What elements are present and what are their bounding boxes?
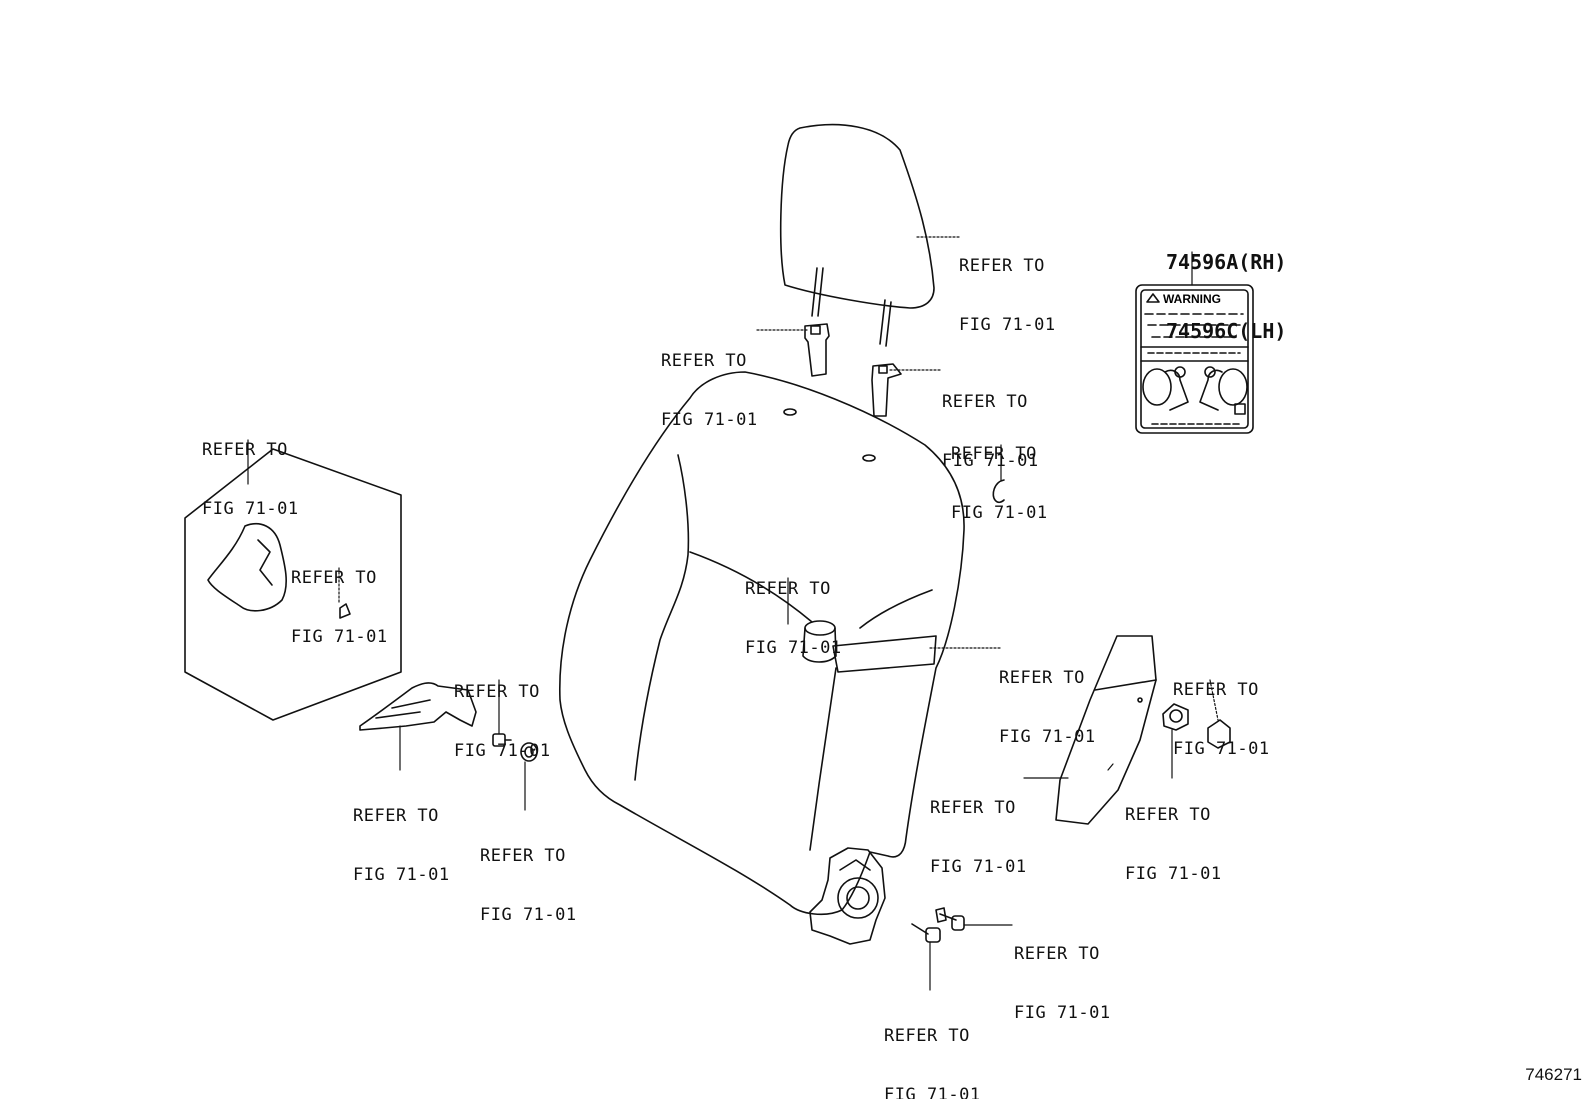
part-number-rh: 74596A(RH) <box>1166 250 1287 274</box>
callout-support-left[interactable]: REFER TO FIG 71-01 <box>661 313 758 469</box>
callout-line2: FIG 71-01 <box>661 409 758 430</box>
callout-line2: FIG 71-01 <box>959 314 1056 335</box>
part-number-lh: 74596C(LH) <box>1166 319 1287 343</box>
clip-ring[interactable] <box>992 479 1005 504</box>
callout-line1: REFER TO <box>353 806 439 826</box>
callout-headrest[interactable]: REFER TO FIG 71-01 <box>959 218 1056 374</box>
cap-nut[interactable] <box>1207 719 1231 749</box>
callout-line2: FIG 71-01 <box>745 637 842 658</box>
callout-line2: FIG 71-01 <box>930 856 1027 877</box>
callout-hex-clip[interactable]: REFER TO FIG 71-01 <box>291 530 388 686</box>
callout-support-right[interactable]: REFER TO FIG 71-01 <box>942 354 1039 510</box>
callout-washer[interactable]: REFER TO FIG 71-01 <box>480 808 577 964</box>
callout-line2: FIG 71-01 <box>202 498 299 519</box>
callout-sleeve[interactable]: REFER TO FIG 71-01 <box>745 541 842 697</box>
hexagon-detail <box>184 448 402 721</box>
part-number: 74596A(RH) 74596C(LH) <box>1166 205 1286 389</box>
callout-line2: FIG 71-01 <box>1173 738 1270 759</box>
callout-line1: REFER TO <box>951 444 1037 464</box>
side-cover[interactable] <box>1055 635 1157 825</box>
callout-bracket[interactable]: REFER TO FIG 71-01 <box>353 768 450 924</box>
warning-title: WARNING <box>1163 292 1221 306</box>
callout-line2: FIG 71-01 <box>1014 1002 1111 1023</box>
warning-label[interactable] <box>1135 284 1254 434</box>
washer[interactable] <box>520 742 538 762</box>
callout-line1: REFER TO <box>930 798 1016 818</box>
callout-line2: FIG 71-01 <box>353 864 450 885</box>
bolt-lower[interactable] <box>911 923 941 943</box>
callout-line2: FIG 71-01 <box>951 502 1048 523</box>
callout-line1: REFER TO <box>454 682 540 702</box>
bracket[interactable] <box>359 682 477 731</box>
callout-line2: FIG 71-01 <box>480 904 577 925</box>
callout-line2: FIG 71-01 <box>942 450 1039 471</box>
callout-side-cover[interactable]: REFER TO FIG 71-01 <box>930 760 1027 916</box>
leader-lines <box>247 236 1219 991</box>
callout-line2: FIG 71-01 <box>999 726 1096 747</box>
seat-band[interactable] <box>832 635 937 673</box>
callout-line1: REFER TO <box>745 579 831 599</box>
callout-line1: REFER TO <box>942 392 1028 412</box>
callout-cap[interactable]: REFER TO FIG 71-01 <box>454 644 551 800</box>
headrest-support-right[interactable] <box>871 363 902 417</box>
nut-flange[interactable] <box>1162 703 1189 731</box>
hex-detail-part <box>207 522 288 612</box>
callout-line2: FIG 71-01 <box>1125 863 1222 884</box>
callout-line2: FIG 71-01 <box>291 626 388 647</box>
callout-line1: REFER TO <box>202 440 288 460</box>
callout-line2: FIG 71-01 <box>884 1084 981 1099</box>
figure-id: 746271 <box>1525 1065 1582 1084</box>
callout-line1: REFER TO <box>884 1026 970 1046</box>
callout-clip[interactable]: REFER TO FIG 71-01 <box>951 406 1048 562</box>
callout-line1: REFER TO <box>1125 805 1211 825</box>
headrest-guide-sleeve[interactable] <box>802 620 837 663</box>
callout-nut-lower[interactable]: REFER TO FIG 71-01 <box>1125 767 1222 923</box>
callout-line1: REFER TO <box>1014 944 1100 964</box>
callout-line1: REFER TO <box>1173 680 1259 700</box>
callout-line1: REFER TO <box>959 256 1045 276</box>
callout-hex-detail[interactable]: REFER TO FIG 71-01 <box>202 402 299 558</box>
callout-bolt-lower[interactable]: REFER TO FIG 71-01 <box>884 988 981 1099</box>
headrest-support-left[interactable] <box>804 323 830 377</box>
callout-line1: REFER TO <box>999 668 1085 688</box>
callout-line1: REFER TO <box>480 846 566 866</box>
seatback-cover[interactable] <box>558 371 965 945</box>
callout-nut-upper[interactable]: REFER TO FIG 71-01 <box>1173 642 1270 798</box>
callout-band[interactable]: REFER TO FIG 71-01 <box>999 630 1096 786</box>
headrest[interactable] <box>779 123 935 347</box>
callout-line1: REFER TO <box>661 351 747 371</box>
callout-bolt-upper[interactable]: REFER TO FIG 71-01 <box>1014 906 1111 1062</box>
bolt-upper[interactable] <box>935 907 965 931</box>
callout-line2: FIG 71-01 <box>454 740 551 761</box>
callout-line1: REFER TO <box>291 568 377 588</box>
